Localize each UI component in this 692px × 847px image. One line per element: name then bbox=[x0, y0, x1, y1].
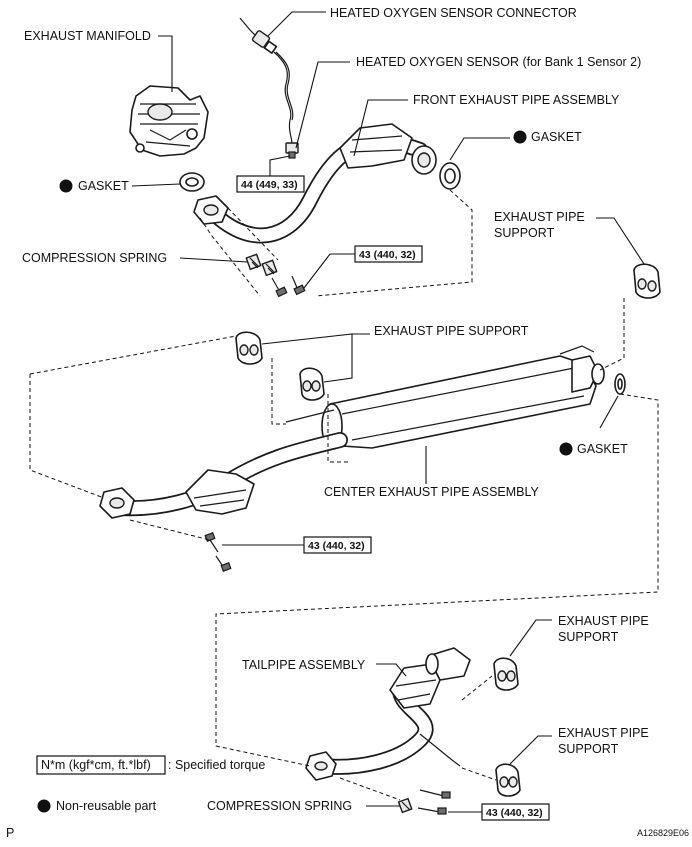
label-heated-oxygen-sensor-connector: HEATED OXYGEN SENSOR CONNECTOR bbox=[330, 6, 577, 20]
label-exhaust-pipe-support-right-line2: SUPPORT bbox=[494, 226, 555, 240]
legend-non-reusable-text: Non-reusable part bbox=[56, 799, 157, 813]
torque-spec-center-pipe: 43 (440, 32) bbox=[308, 540, 365, 552]
bolt-center-pipe bbox=[204, 532, 232, 572]
exhaust-pipe-support-right bbox=[633, 263, 661, 299]
label-front-exhaust-pipe-assembly: FRONT EXHAUST PIPE ASSEMBLY bbox=[413, 93, 620, 107]
gasket-front-right bbox=[439, 162, 461, 190]
label-gasket-top-right: GASKET bbox=[531, 130, 582, 144]
non-reusable-dot-gasket-middle bbox=[559, 442, 573, 456]
label-compression-spring-bottom: COMPRESSION SPRING bbox=[207, 799, 352, 813]
label-exhaust-pipe-support-center: EXHAUST PIPE SUPPORT bbox=[374, 324, 529, 338]
center-exhaust-pipe-assembly bbox=[99, 345, 605, 519]
legend-torque-text: : Specified torque bbox=[168, 758, 265, 772]
tailpipe-assembly bbox=[305, 647, 471, 781]
torque-spec-tailpipe: 43 (440, 32) bbox=[486, 807, 543, 819]
footer-left-code: P bbox=[6, 826, 14, 840]
label-exhaust-pipe-support-right-line1: EXHAUST PIPE bbox=[494, 210, 585, 224]
exhaust-pipe-support-center-right bbox=[299, 367, 325, 401]
label-exhaust-pipe-support-tail-lower-line2: SUPPORT bbox=[558, 742, 619, 756]
legend-torque-box: N*m (kgf*cm, ft.*lbf) bbox=[41, 758, 151, 772]
label-heated-oxygen-sensor: HEATED OXYGEN SENSOR (for Bank 1 Sensor … bbox=[356, 55, 641, 69]
label-exhaust-pipe-support-tail-upper-line2: SUPPORT bbox=[558, 630, 619, 644]
torque-spec-sensor: 44 (449, 33) bbox=[241, 179, 298, 191]
compression-spring-bottom bbox=[397, 789, 451, 815]
exhaust-manifold bbox=[129, 85, 209, 157]
legend-non-reusable-dot bbox=[37, 799, 51, 813]
heated-oxygen-sensor-connector bbox=[239, 17, 278, 54]
label-gasket-middle: GASKET bbox=[577, 442, 628, 456]
label-center-exhaust-pipe-assembly: CENTER EXHAUST PIPE ASSEMBLY bbox=[324, 485, 540, 499]
exhaust-pipe-support-tail-lower bbox=[495, 763, 521, 797]
gasket-center-right bbox=[614, 373, 626, 395]
exhaust-pipe-support-center-left bbox=[235, 331, 263, 365]
assembly-dashed-lines bbox=[29, 189, 659, 801]
non-reusable-dot-gasket-top-right bbox=[513, 130, 527, 144]
label-compression-spring-top: COMPRESSION SPRING bbox=[22, 251, 167, 265]
exhaust-pipe-support-tail-upper bbox=[493, 657, 519, 691]
label-exhaust-manifold: EXHAUST MANIFOLD bbox=[24, 29, 151, 43]
footer-figure-id: A126829E06 bbox=[637, 828, 689, 838]
heated-oxygen-sensor bbox=[273, 51, 299, 159]
torque-spec-front-pipe: 43 (440, 32) bbox=[359, 249, 416, 261]
front-exhaust-pipe-assembly bbox=[193, 123, 437, 244]
label-tailpipe-assembly: TAILPIPE ASSEMBLY bbox=[242, 658, 366, 672]
label-exhaust-pipe-support-tail-upper-line1: EXHAUST PIPE bbox=[558, 614, 649, 628]
label-gasket-top-left: GASKET bbox=[78, 179, 129, 193]
bolt-front-pipe bbox=[271, 275, 306, 298]
gasket-front-left bbox=[179, 172, 205, 192]
non-reusable-dot-gasket-top-left bbox=[59, 179, 73, 193]
compression-spring-top bbox=[245, 253, 278, 277]
label-exhaust-pipe-support-tail-lower-line1: EXHAUST PIPE bbox=[558, 726, 649, 740]
